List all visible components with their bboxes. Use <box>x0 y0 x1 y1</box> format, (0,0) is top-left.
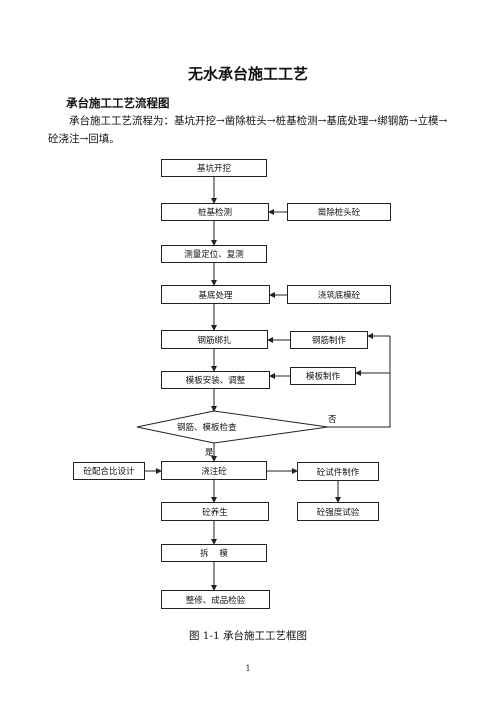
decision-no-label: 否 <box>328 415 337 425</box>
page-title: 无水承台施工工艺 <box>187 65 308 83</box>
step-final-inspection: 整修、成品检验 <box>161 590 270 609</box>
step-survey: 测量定位、复测 <box>161 245 267 263</box>
step-strength-test: 砼强度试验 <box>297 502 379 521</box>
step-pour: 浇注砼 <box>161 461 267 480</box>
step-demold: 拆 模 <box>161 544 267 562</box>
step-curing: 砼养生 <box>161 502 269 521</box>
decision-label: 钢筋、模板检查 <box>177 423 237 433</box>
decision-diamond <box>136 410 329 444</box>
step-pile-test: 桩基检测 <box>161 203 269 221</box>
step-pile-head-removal: 凿除桩头砼 <box>287 203 391 221</box>
section-heading: 承台施工工艺流程图 <box>66 96 170 110</box>
page-number: 1 <box>245 664 251 673</box>
step-base-treatment: 基底处理 <box>161 285 270 304</box>
step-formwork-fabrication: 模板制作 <box>290 367 356 385</box>
intro-paragraph: 承台施工工艺流程为：基坑开挖→凿除桩头→桩基检测→基底处理→绑钢筋→立模→砼浇注… <box>48 115 448 145</box>
decision-yes-label: 是 <box>205 448 214 458</box>
step-test-specimen: 砼试件制作 <box>297 462 379 481</box>
figure-caption: 图 1-1 承台施工工艺框图 <box>188 630 308 642</box>
step-base-concrete: 浇筑底模砼 <box>287 285 391 304</box>
step-rebar-fabrication: 钢筋制作 <box>290 331 368 349</box>
step-formwork: 模板安装、调整 <box>161 371 270 389</box>
step-excavation: 基坑开挖 <box>161 159 267 177</box>
step-rebar: 钢筋绑扎 <box>161 330 268 349</box>
loop-no-path <box>328 336 391 428</box>
step-mix-design: 砼配合比设计 <box>73 462 145 480</box>
